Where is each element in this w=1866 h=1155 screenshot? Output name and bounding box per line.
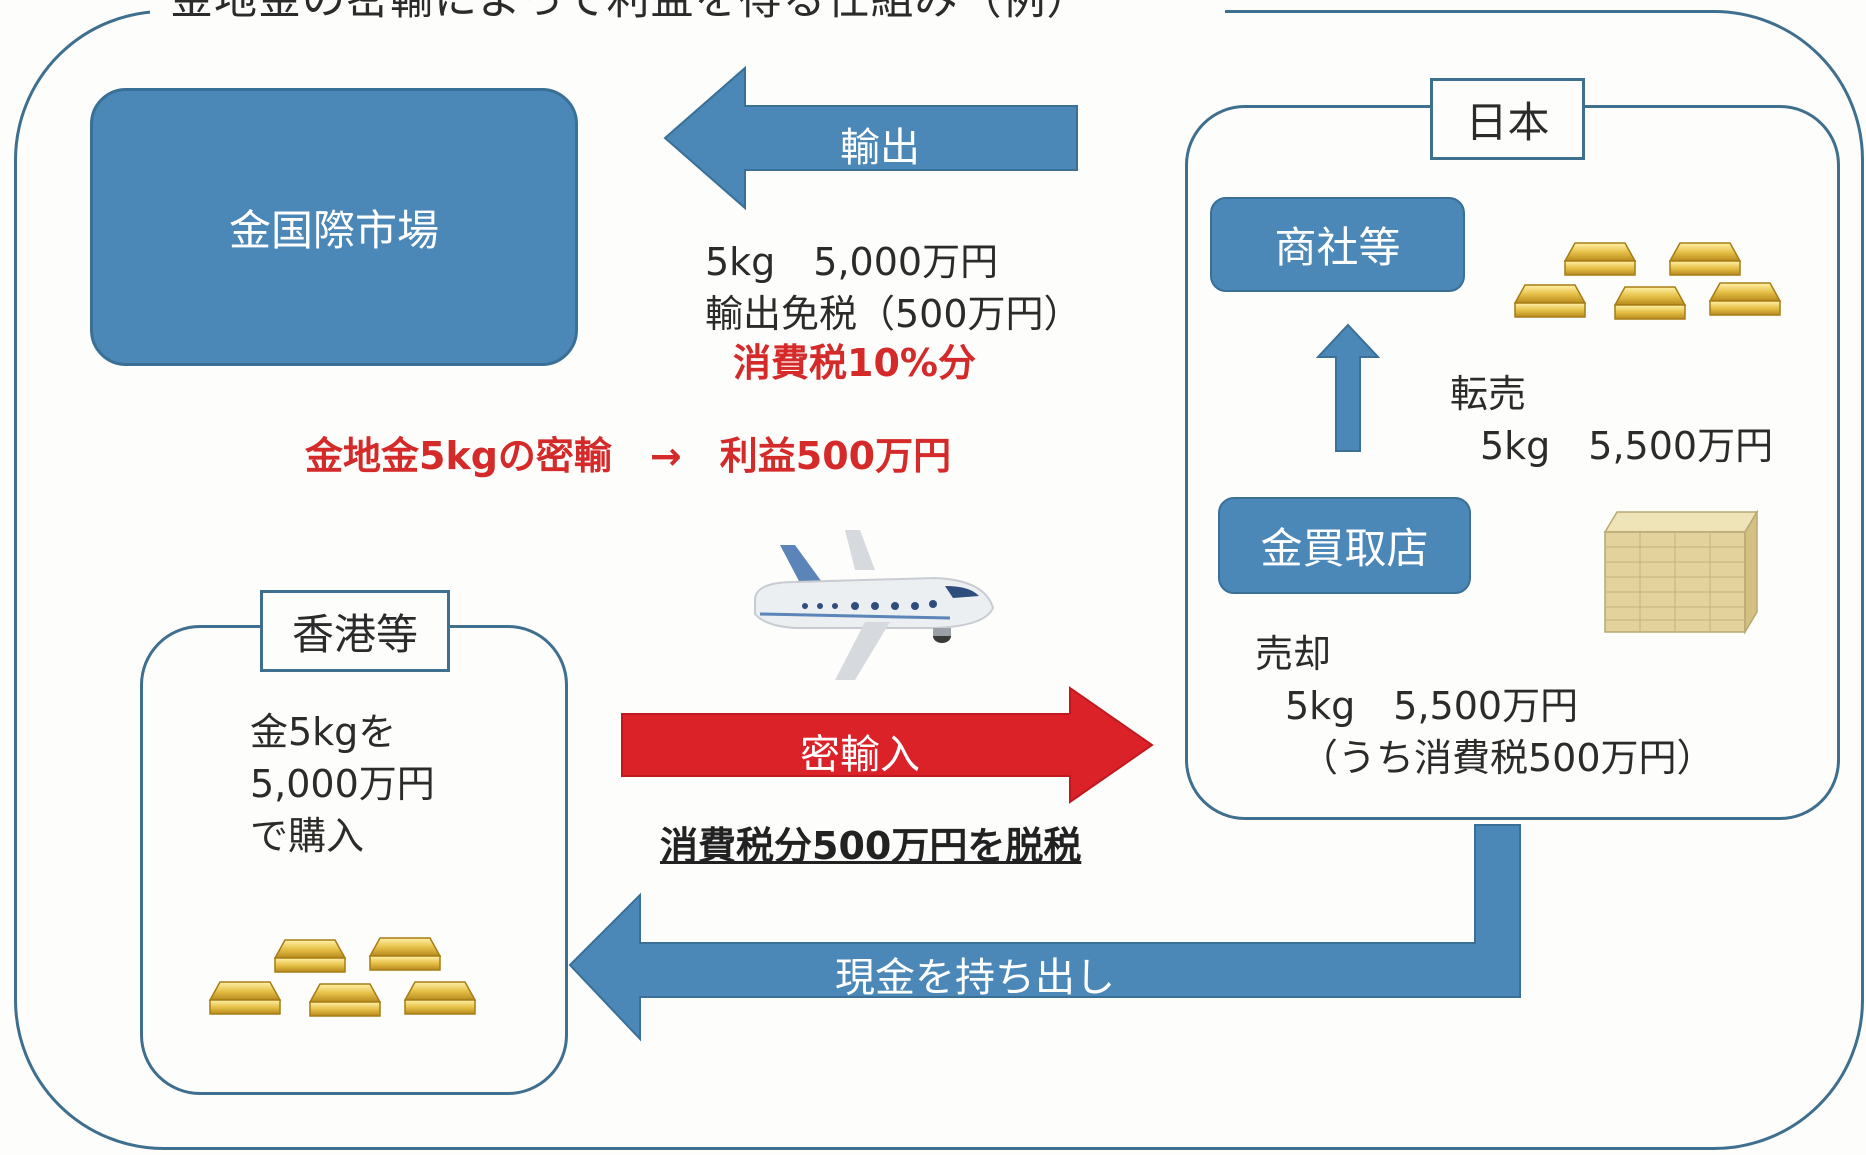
airplane-icon <box>754 530 995 680</box>
resale-label: 転売 <box>1450 372 1527 416</box>
page-title: 金地金の密輸によって利益を得る仕組み（例） <box>170 0 1091 25</box>
hongkong-purchase-line2: 5,000万円 <box>250 762 435 806</box>
hongkong-label: 香港等 <box>260 590 450 672</box>
japan-label: 日本 <box>1430 78 1585 160</box>
cash-out-arrow <box>568 824 1521 1042</box>
title-mask <box>150 0 1225 40</box>
export-tax-exempt: 輸出免税（500万円） <box>705 292 1082 336</box>
cash-out-label: 現金を持ち出し <box>835 955 1115 1001</box>
gold-shop-label: 金買取店 <box>1260 524 1429 573</box>
tax-evasion-note: 消費税分500万円を脱税 <box>660 824 1082 868</box>
gold-bars-icon <box>208 937 477 1017</box>
market-label: 金国際市場 <box>228 205 439 255</box>
sale-tax-note: （うち消費税500万円） <box>1300 736 1715 780</box>
hongkong-purchase-line1: 金5kgを <box>250 710 397 754</box>
export-consumption-tax: 消費税10%分 <box>733 341 976 385</box>
export-arrow-label: 輸出 <box>840 125 920 171</box>
cash-stack-icon <box>1603 509 1759 635</box>
trading-company-label: 商社等 <box>1274 223 1401 272</box>
sale-label: 売却 <box>1255 632 1332 676</box>
gold-bars-icon <box>1513 242 1782 320</box>
resale-amount: 5kg 5,500万円 <box>1480 424 1774 468</box>
international-market-box: 金国際市場 <box>90 88 578 366</box>
export-amount: 5kg 5,000万円 <box>705 240 999 284</box>
smuggle-import-label: 密輸入 <box>800 732 920 778</box>
smuggle-import-arrow <box>621 686 1154 804</box>
sale-amount: 5kg 5,500万円 <box>1285 684 1579 728</box>
trading-company-box: 商社等 <box>1210 197 1465 292</box>
hongkong-purchase-line3: で購入 <box>250 814 365 858</box>
resale-up-arrow <box>1315 323 1381 452</box>
export-arrow <box>663 65 1078 211</box>
smuggle-profit-summary: 金地金5kgの密輸 → 利益500万円 <box>305 434 952 478</box>
gold-shop-box: 金買取店 <box>1218 497 1471 594</box>
